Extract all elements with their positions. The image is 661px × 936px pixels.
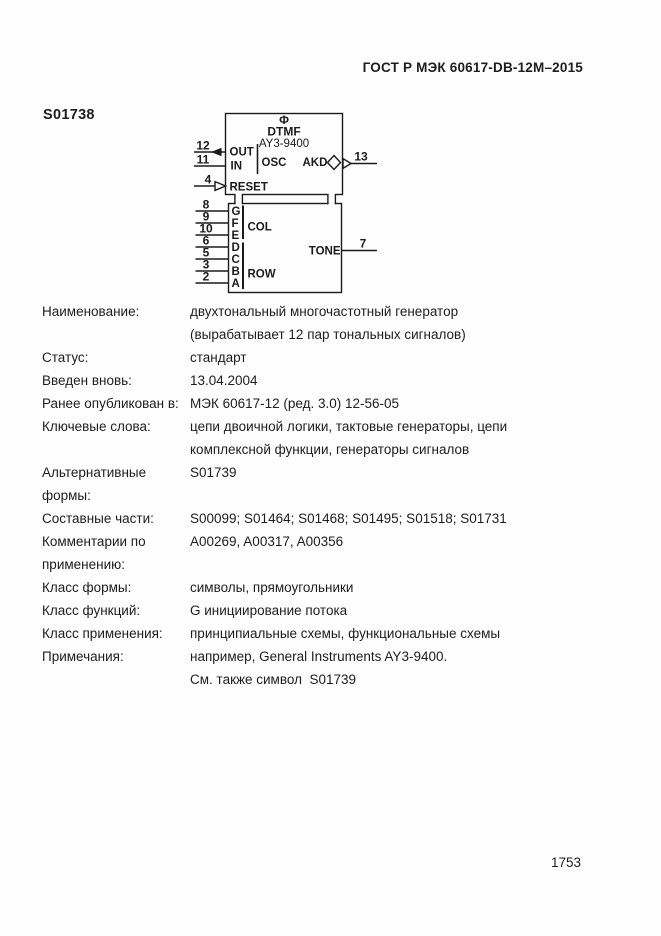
property-value: принципиальные схемы, функциональные схе… bbox=[190, 626, 501, 641]
property-label: Класс применения: bbox=[42, 626, 163, 641]
property-row-status: Статус: стандарт bbox=[42, 346, 630, 369]
property-row-application-class: Класс применения: принципиальные схемы, … bbox=[42, 622, 630, 645]
property-row-app-comments: Комментарии по применению: A00269, A0031… bbox=[42, 530, 630, 576]
properties-table: Наименование: двухтональный многочастотн… bbox=[42, 300, 630, 691]
property-row-published: Ранее опубликован в: МЭК 60617-12 (ред. … bbox=[42, 392, 630, 415]
port-b: B bbox=[232, 266, 240, 278]
property-value: 13.04.2004 bbox=[190, 373, 258, 388]
label-tone: TONE bbox=[309, 246, 341, 258]
akd-out-triangle-icon bbox=[342, 157, 353, 170]
neck-right bbox=[328, 192, 335, 206]
neck-left bbox=[235, 192, 242, 206]
property-value: цепи двоичной логики, тактовые генератор… bbox=[190, 419, 508, 434]
pin-9: 9 bbox=[203, 210, 210, 224]
property-value: A00269, A00317, A00356 bbox=[190, 534, 344, 549]
pin-2: 2 bbox=[203, 270, 210, 284]
dtmf-symbol-diagram: Φ DTMF AY3-9400 OUT IN OSC RESET AKD 12 … bbox=[194, 112, 377, 294]
property-label: применению: bbox=[42, 557, 125, 572]
chip-model: AY3-9400 bbox=[259, 138, 309, 150]
label-akd: AKD bbox=[303, 157, 328, 169]
pin-12: 12 bbox=[196, 139, 210, 153]
pin-6: 6 bbox=[203, 234, 210, 248]
label-col: COL bbox=[248, 222, 272, 234]
out-arrow-icon bbox=[211, 147, 222, 157]
property-label: Альтернативные bbox=[42, 465, 147, 480]
port-g: G bbox=[232, 206, 241, 218]
port-d: D bbox=[232, 242, 240, 254]
property-value: комплексной функции, генераторы сигналов bbox=[190, 442, 470, 457]
property-value: двухтональный многочастотный генератор bbox=[190, 304, 459, 319]
page-number: 1753 bbox=[551, 855, 582, 870]
port-f: F bbox=[232, 218, 239, 230]
property-label: Комментарии по bbox=[42, 534, 146, 549]
property-label: Введен вновь: bbox=[42, 373, 132, 388]
property-row-name: Наименование: двухтональный многочастотн… bbox=[42, 300, 630, 346]
property-value: стандарт bbox=[190, 350, 247, 365]
pin-10: 10 bbox=[199, 222, 213, 236]
property-label: Примечания: bbox=[42, 649, 124, 664]
port-e: E bbox=[232, 230, 240, 242]
label-osc: OSC bbox=[262, 157, 287, 169]
pin-11: 11 bbox=[197, 153, 210, 167]
property-row-introduced: Введен вновь: 13.04.2004 bbox=[42, 369, 630, 392]
pin-8: 8 bbox=[203, 198, 210, 212]
property-label: Составные части: bbox=[42, 511, 154, 526]
property-value: МЭК 60617-12 (ред. 3.0) 12-56-05 bbox=[190, 396, 400, 411]
label-in: IN bbox=[231, 161, 243, 173]
port-c: C bbox=[232, 254, 240, 266]
port-a: A bbox=[232, 278, 240, 290]
property-row-notes: Примечания: например, General Instrument… bbox=[42, 645, 630, 691]
property-row-alt-forms: Альтернативные формы: S01739 bbox=[42, 461, 630, 507]
label-row: ROW bbox=[248, 269, 276, 281]
pin-7: 7 bbox=[360, 237, 367, 251]
pin-13: 13 bbox=[354, 150, 368, 164]
property-value: G инициирование потока bbox=[190, 603, 348, 618]
reset-triangle-icon bbox=[214, 180, 228, 192]
symbol-id: S01738 bbox=[43, 107, 95, 123]
property-value: символы, прямоугольники bbox=[190, 580, 354, 595]
chip-bottom-box bbox=[227, 202, 343, 294]
property-label: Класс формы: bbox=[42, 580, 132, 595]
property-row-keywords: Ключевые слова: цепи двоичной логики, та… bbox=[42, 415, 630, 461]
property-label: Ранее опубликован в: bbox=[42, 396, 179, 411]
property-label: Ключевые слова: bbox=[42, 419, 151, 434]
chip-top-box bbox=[224, 112, 344, 196]
property-label: формы: bbox=[42, 488, 91, 503]
property-row-function-class: Класс функций: G инициирование потока bbox=[42, 599, 630, 622]
property-value: (вырабатывает 12 пар тональных сигналов) bbox=[190, 327, 466, 342]
label-out: OUT bbox=[230, 147, 254, 159]
property-label: Статус: bbox=[42, 350, 89, 365]
label-reset: RESET bbox=[230, 182, 268, 194]
property-row-shape-class: Класс формы: символы, прямоугольники bbox=[42, 576, 630, 599]
property-value: S00099; S01464; S01468; S01495; S01518; … bbox=[190, 511, 507, 526]
property-label: Класс функций: bbox=[42, 603, 141, 618]
property-row-parts: Составные части: S00099; S01464; S01468;… bbox=[42, 507, 630, 530]
pin-3: 3 bbox=[203, 258, 210, 272]
chip-title: DTMF bbox=[267, 125, 300, 139]
property-value: например, General Instruments AY3-9400. bbox=[190, 649, 448, 664]
phi-symbol: Φ bbox=[279, 113, 289, 127]
pin-4: 4 bbox=[205, 173, 212, 187]
standard-header: ГОСТ Р МЭК 60617-DB-12M–2015 bbox=[362, 60, 583, 75]
property-value: S01739 bbox=[190, 465, 237, 480]
akd-diamond-icon bbox=[326, 154, 342, 171]
property-label: Наименование: bbox=[42, 304, 140, 319]
property-value: См. также символ S01739 bbox=[190, 672, 356, 687]
pin-5: 5 bbox=[203, 246, 210, 260]
